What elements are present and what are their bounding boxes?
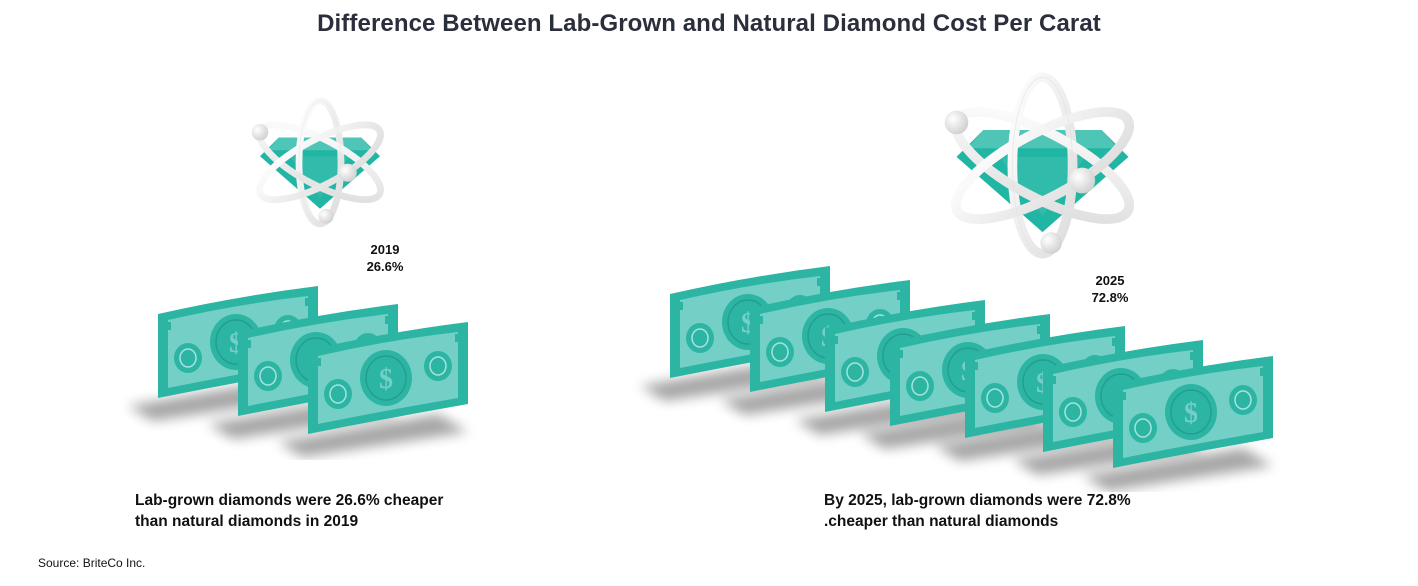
- caption-line-2: than natural diamonds in 2019: [135, 513, 359, 530]
- year-text: 2025: [1095, 273, 1125, 288]
- caption-line-2: .cheaper than natural diamonds: [824, 513, 1059, 530]
- caption-2025: By 2025, lab-grown diamonds were 72.8% .…: [824, 490, 1131, 532]
- year-label-2019: 2019 26.6%: [360, 241, 410, 275]
- year-text: 2019: [370, 242, 400, 257]
- percent-text: 72.8%: [1091, 290, 1129, 305]
- bill-stack-2019: [110, 280, 530, 460]
- caption-line-1: By 2025, lab-grown diamonds were 72.8%: [824, 492, 1131, 509]
- chart-title: Difference Between Lab-Grown and Natural…: [317, 10, 1101, 37]
- caption-2019: Lab-grown diamonds were 26.6% cheaper th…: [135, 490, 443, 532]
- bill-stack-2025: [625, 262, 1305, 492]
- caption-line-1: Lab-grown diamonds were 26.6% cheaper: [135, 492, 444, 509]
- source-note: Source: BriteCo Inc.: [38, 556, 146, 570]
- year-label-2025: 2025 72.8%: [1085, 272, 1135, 306]
- lab-diamond-atom-icon: [935, 58, 1150, 288]
- percent-text: 26.6%: [366, 259, 404, 274]
- lab-diamond-atom-icon: [245, 85, 395, 250]
